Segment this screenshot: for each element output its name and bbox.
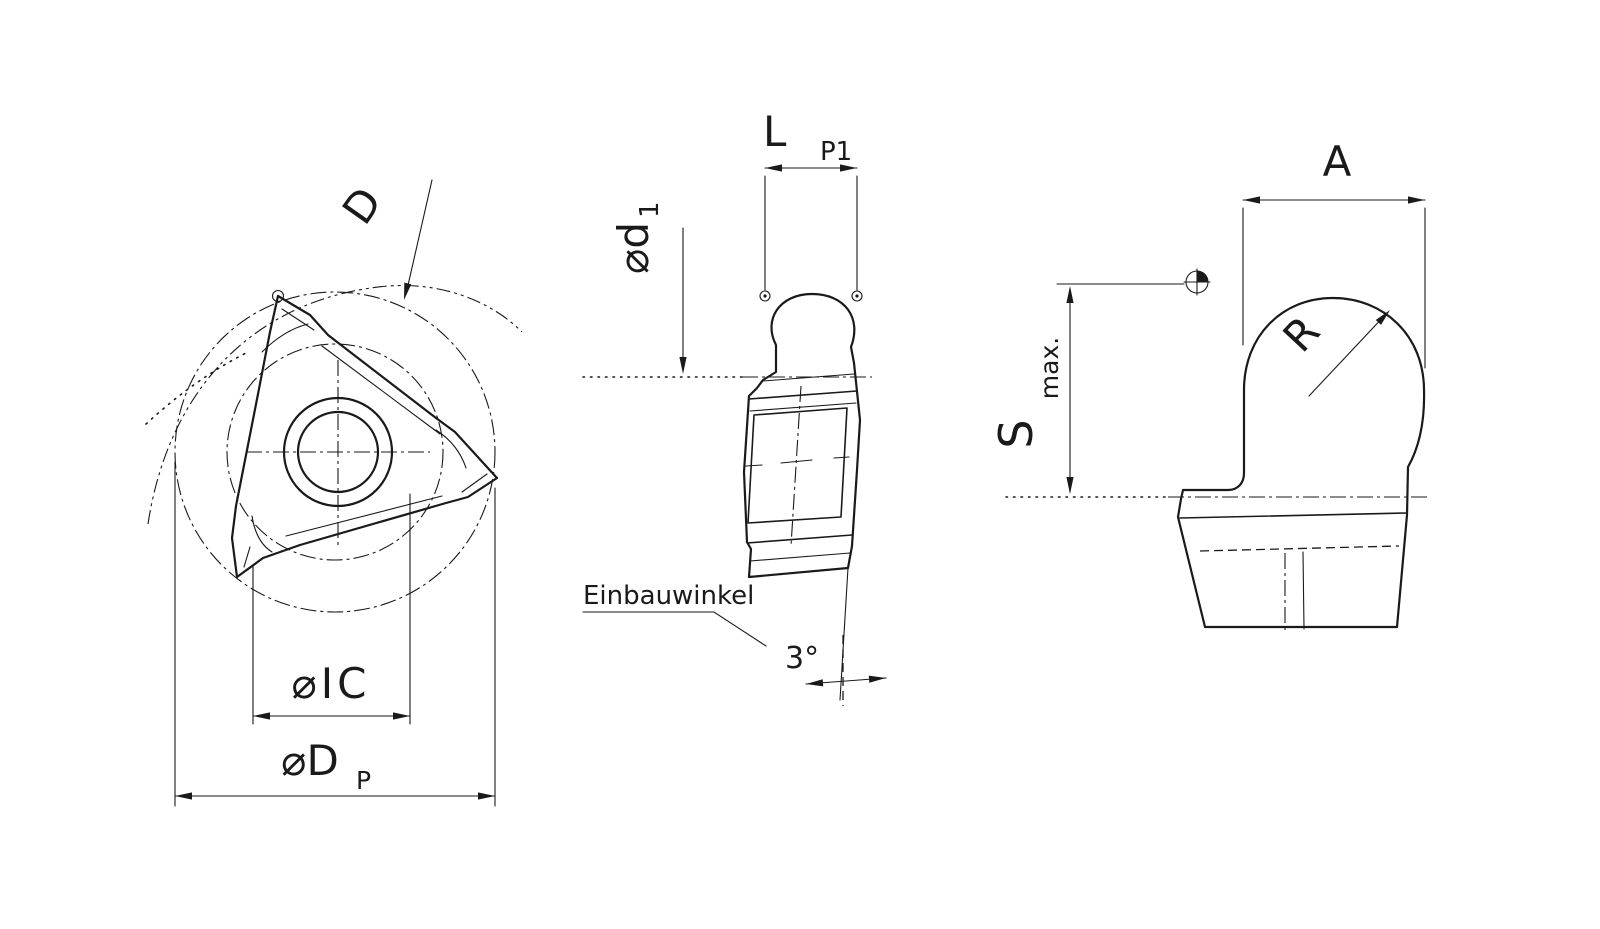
inner-reference-circle [226,343,444,561]
neck-line [762,373,855,382]
pocket-top-line [749,402,857,412]
block-top-line [1179,512,1408,519]
dim-arrow [1066,477,1074,494]
pocket-tick [745,464,763,467]
leader-line [582,611,767,647]
dp-subscript: P [356,766,371,795]
l-label: L [763,107,787,156]
apex-point-marker [271,289,285,303]
s-max-label: max. [1035,337,1064,399]
dim-arrow [805,679,824,688]
tip-detail-arc [435,429,467,469]
angle-flank-line [839,567,849,701]
side-internal-lines [745,373,858,562]
datum-filled-quadrant [1197,271,1208,282]
dim-dp: ⌀D P [174,461,496,807]
mounting-angle: 3° Einbauwinkel [582,567,887,706]
pocket-tick [833,456,850,459]
dim-arrow [765,164,782,172]
dim-arrow [478,792,495,800]
dim-l-p1: L P1 [759,107,863,302]
mounted-outline [1176,296,1426,629]
dp-label: ⌀D [281,736,339,785]
ic-label: ⌀IC [292,659,371,708]
a-label: A [1323,137,1352,186]
dim-r: R [1274,307,1393,397]
bottom-step-line [749,552,851,562]
dim-arrow [400,282,412,301]
mounted-view: A R [989,137,1428,631]
tip-detail-line [243,546,251,568]
dim-arrow [679,357,687,374]
d-label: D [333,178,392,233]
edge-inner-line [321,345,441,435]
pocket-tick [780,459,813,464]
bottom-step-line [746,534,853,544]
center-hole-inner [296,410,380,494]
edge-inner-line [285,495,443,537]
dim-d1: ⌀d 1 [609,201,687,374]
pocket-centerline [790,385,802,547]
reference-point [851,290,863,302]
tip-detail-line [461,473,488,493]
mounted-internal-lines [1179,512,1408,631]
dim-d: D [333,178,433,301]
insert-edge-details [243,308,488,568]
leader-line [1308,312,1388,397]
tip-detail-arc [251,515,273,553]
outer-reference-arc [147,284,523,525]
reference-point-dot [855,294,859,298]
dim-arrow [868,674,887,683]
hidden-line [1199,545,1400,552]
pocket-outline [747,407,848,524]
dim-arrow [175,792,192,800]
front-view: D ⌀IC ⌀D P [145,178,523,807]
dim-s-max: S max. [989,283,1185,494]
d1-label: ⌀d [609,222,658,274]
angle-value: 3° [785,641,819,676]
p1-label: P1 [820,137,852,167]
dim-arrow [253,712,270,720]
tip-detail-arc [261,323,309,353]
side-view: L P1 ⌀d 1 [582,107,887,706]
datum-point-marker [1183,268,1211,296]
dim-arrow [1243,196,1260,204]
dim-ic: ⌀IC [252,493,411,725]
dim-arrow [1408,196,1425,204]
einbauwinkel-label: Einbauwinkel [583,581,754,611]
side-outline [742,292,862,579]
leader-line [405,179,433,295]
d1-subscript: 1 [635,201,665,218]
dotted-reference-arc [145,351,249,425]
tip-detail-line [281,308,315,331]
s-label: S [989,419,1043,448]
pitch-circle [174,291,496,613]
dim-arrow [1066,286,1074,303]
reference-point [759,290,771,302]
reference-point-dot [763,294,767,298]
dim-a: A [1242,137,1426,369]
dim-arrow [393,712,410,720]
insert-outline [230,294,499,579]
slot-edge-line [1302,551,1305,630]
r-label: R [1274,307,1330,362]
pocket-top-line [748,390,858,400]
